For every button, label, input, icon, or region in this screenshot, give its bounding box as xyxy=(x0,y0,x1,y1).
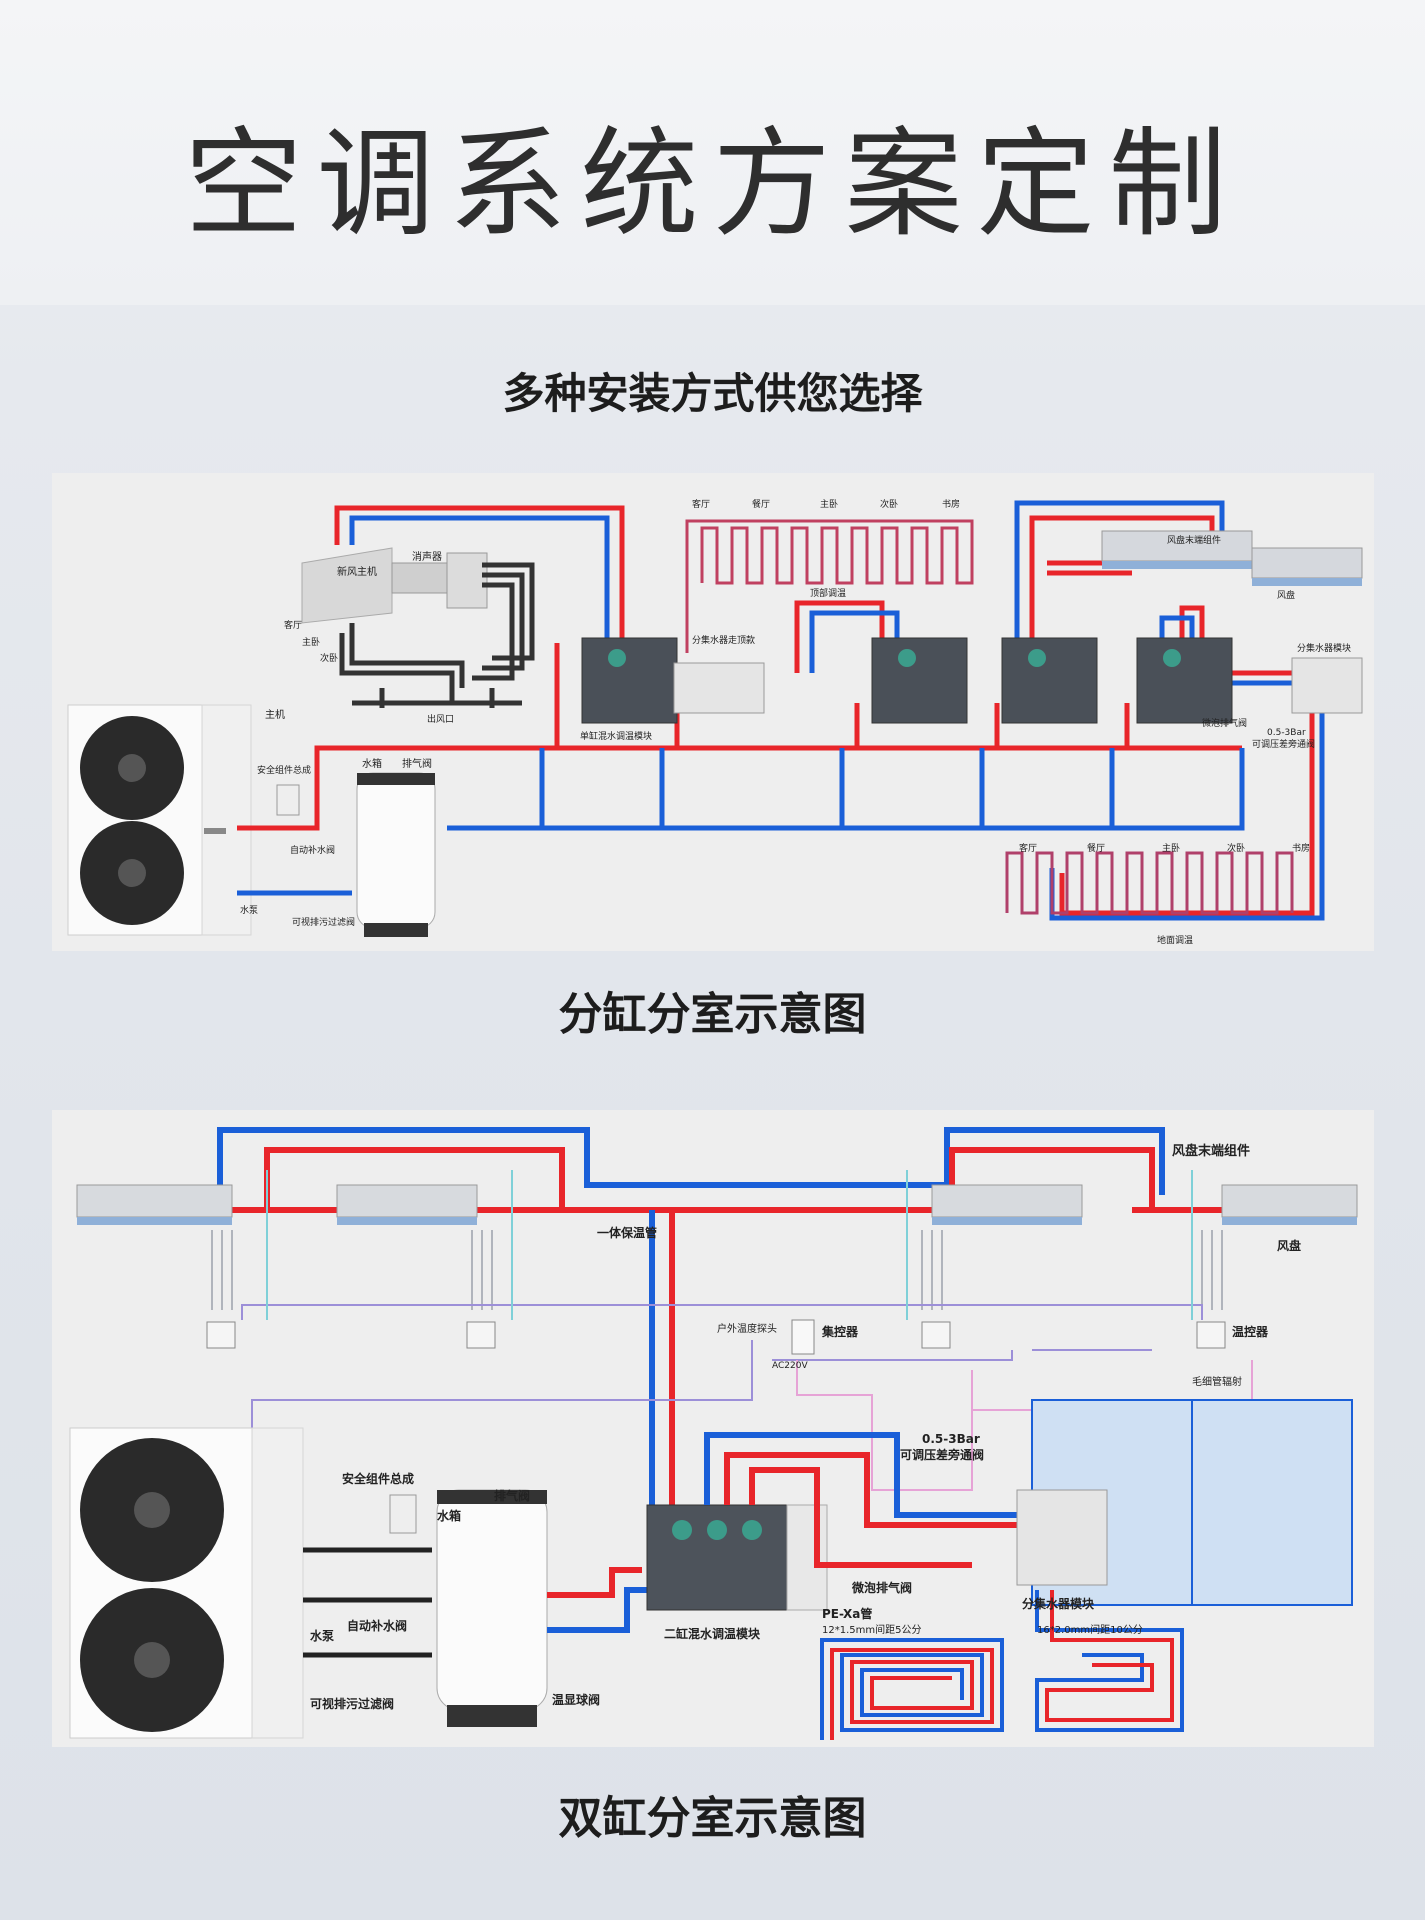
label-host: 主机 xyxy=(265,708,285,721)
dual-mix-module-icon xyxy=(646,1504,828,1611)
room-side-2: 次卧 xyxy=(320,652,338,664)
label-pexa: PE-Xa管 xyxy=(822,1606,872,1621)
label-micro-bubble: 微泡排气阀 xyxy=(851,1580,912,1595)
room-top-3: 次卧 xyxy=(880,498,898,510)
label-water-tank: 水箱 xyxy=(437,1508,461,1523)
room-bottom-3: 次卧 xyxy=(1227,842,1245,854)
floor-radiant-coil xyxy=(1005,851,1294,915)
room-top-4: 书房 xyxy=(942,498,960,510)
label-fan-coil-end: 风盘末端组件 xyxy=(1167,534,1221,546)
water-tank-icon xyxy=(356,772,436,937)
label-bypass-1: 0.5-3Bar xyxy=(922,1432,980,1446)
label-fan-coil-end: 风盘末端组件 xyxy=(1172,1143,1250,1159)
label-thermostat: 温控器 xyxy=(1232,1324,1269,1339)
diagram-2-panel: 风盘末端组件 风盘 一体保温管 户外温度探头 集控器 AC220V 温控器 毛细… xyxy=(52,1110,1374,1747)
label-pump: 水泵 xyxy=(310,1628,334,1643)
label-manifold-module: 分集水器模块 xyxy=(1022,1596,1095,1611)
label-water-tank: 水箱 xyxy=(362,757,382,770)
fan-coil-unit-icon xyxy=(1101,530,1363,586)
room-top-1: 餐厅 xyxy=(752,498,770,510)
label-bypass-2: 可调压差旁通阀 xyxy=(900,1447,984,1462)
label-manifold-spec: 16*2.0mm间距10公分 xyxy=(1037,1623,1143,1636)
label-visual-filter: 可视排污过滤阀 xyxy=(292,916,355,928)
label-outdoor-sensor: 户外温度探头 xyxy=(717,1322,777,1335)
label-auto-fill-valve: 自动补水阀 xyxy=(290,844,335,856)
label-concentrator: 集控器 xyxy=(821,1324,859,1339)
air-duct-lines xyxy=(339,562,535,708)
room-top-0: 客厅 xyxy=(692,498,710,510)
room-bottom-2: 主卧 xyxy=(1162,842,1180,854)
diagram-1-panel: 新风主机 消声器 出风口 主机 安全组件总成 水箱 排气阀 自动补水阀 水泵 可… xyxy=(52,473,1374,951)
water-tank-icon xyxy=(436,1489,548,1727)
manifold-module-icon xyxy=(1016,1489,1108,1586)
diagram-2-svg: 风盘末端组件 风盘 一体保温管 户外温度探头 集控器 AC220V 温控器 毛细… xyxy=(69,1127,1358,1740)
page-title: 空调系统方案定制 xyxy=(184,115,1241,253)
label-ac220: AC220V xyxy=(772,1361,808,1371)
label-fresh-air-host: 新风主机 xyxy=(337,565,377,578)
fan-coil-units xyxy=(76,1184,1358,1225)
diagram-1-caption: 分缸分室示意图 xyxy=(558,989,867,1040)
label-manifold-top: 分集水器走顶款 xyxy=(692,634,755,646)
safety-group-icon xyxy=(389,1494,417,1534)
label-fan-coil: 风盘 xyxy=(1277,1238,1301,1253)
room-top-2: 主卧 xyxy=(820,498,838,510)
fresh-air-unit-icon xyxy=(301,547,488,624)
manifold-icon xyxy=(673,657,1363,714)
room-bottom-0: 客厅 xyxy=(1019,842,1037,854)
label-fan-coil: 风盘 xyxy=(1277,589,1295,601)
label-outlet: 出风口 xyxy=(427,713,454,725)
heat-pump-host-icon xyxy=(69,1427,304,1739)
label-exhaust-valve: 排气阀 xyxy=(494,1488,530,1503)
label-floor-radiant: 地面调温 xyxy=(1157,934,1193,946)
label-pump: 水泵 xyxy=(240,904,258,916)
room-bottom-4: 书房 xyxy=(1292,842,1310,854)
label-auto-fill-valve: 自动补水阀 xyxy=(347,1618,407,1633)
safety-group-icon xyxy=(276,784,300,816)
diagram-1-svg: 新风主机 消声器 出风口 主机 安全组件总成 水箱 排气阀 自动补水阀 水泵 可… xyxy=(67,498,1363,946)
main-return-blue-pipe xyxy=(447,748,1245,831)
label-bypass-2: 可调压差旁通阀 xyxy=(1252,738,1315,750)
diagram-2-caption: 双缸分室示意图 xyxy=(558,1793,867,1844)
label-pexa-spec: 12*1.5mm间距5公分 xyxy=(822,1623,921,1636)
room-side-1: 主卧 xyxy=(302,636,320,648)
heat-pump-host-icon xyxy=(67,704,252,936)
label-safety-group: 安全组件总成 xyxy=(257,764,311,776)
label-insulated-pipe: 一体保温管 xyxy=(597,1225,657,1240)
label-ceiling-radiant: 顶部调温 xyxy=(810,587,846,599)
title-band xyxy=(0,0,1425,305)
ceiling-radiant-coil xyxy=(685,519,974,653)
label-temp-ball-valve: 温显球阀 xyxy=(552,1692,600,1707)
thermostat-icons xyxy=(206,1321,1226,1349)
concentrator-icon xyxy=(791,1319,815,1355)
cold-trunk-pipe xyxy=(217,1127,1165,1195)
room-bottom-1: 餐厅 xyxy=(1087,842,1105,854)
label-bypass-1: 0.5-3Bar xyxy=(1267,728,1306,738)
label-single-mix-module: 单缸混水调温模块 xyxy=(580,730,652,742)
label-micro-bubble: 微泡排气阀 xyxy=(1202,717,1247,729)
label-capillary: 毛细管辐射 xyxy=(1192,1375,1242,1388)
mixing-module-icons xyxy=(581,637,1233,724)
page-subtitle: 多种安装方式供您选择 xyxy=(502,369,923,418)
label-dual-mix-module: 二缸混水调温模块 xyxy=(664,1626,761,1641)
label-exhaust-valve: 排气阀 xyxy=(402,757,432,770)
label-safety-group: 安全组件总成 xyxy=(342,1471,414,1486)
label-visual-filter: 可视排污过滤阀 xyxy=(310,1696,394,1711)
room-side-0: 客厅 xyxy=(284,619,302,631)
label-muffler: 消声器 xyxy=(412,550,442,563)
floor-coil-right xyxy=(1035,1590,1184,1732)
floor-coil-left xyxy=(820,1638,1004,1740)
label-manifold-module: 分集水器模块 xyxy=(1297,642,1351,654)
